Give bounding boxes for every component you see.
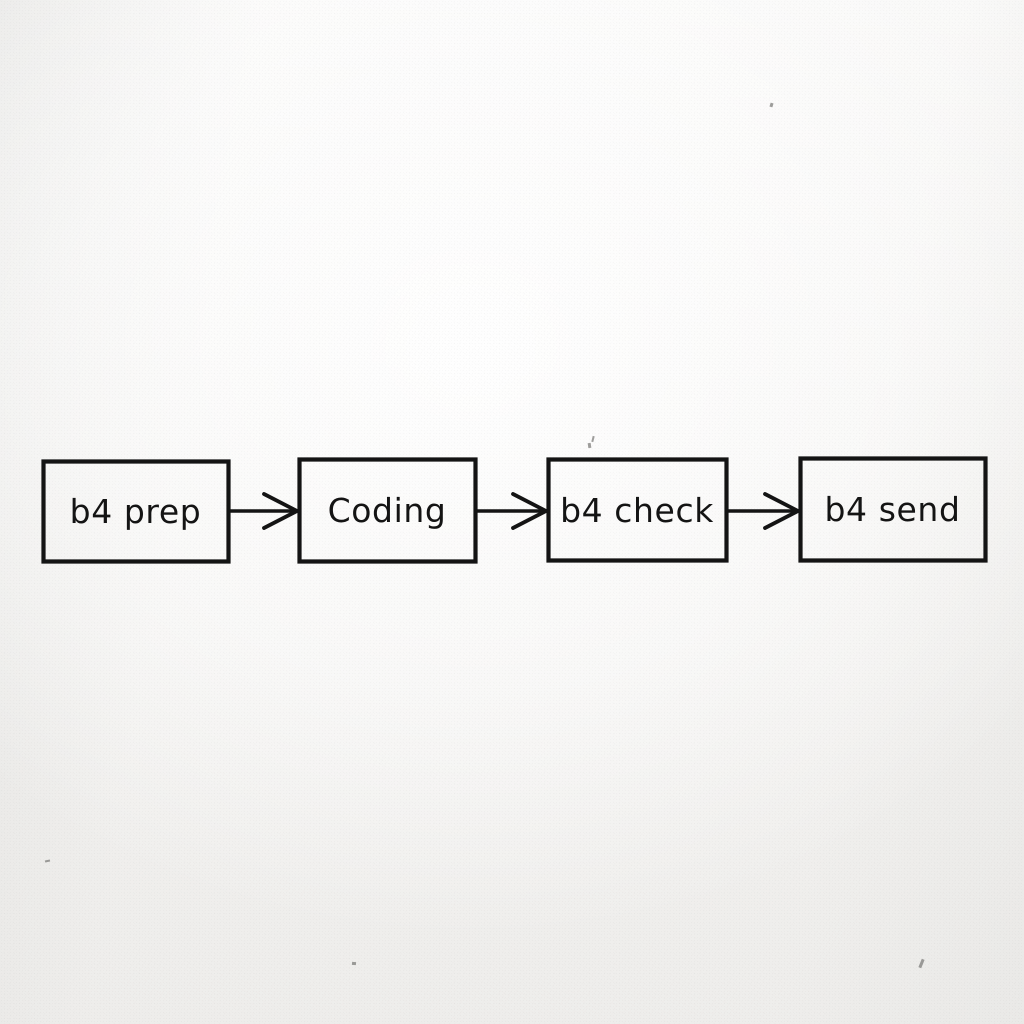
arrowhead-icon	[262, 492, 302, 530]
arrowhead-icon	[763, 492, 803, 530]
node-b4-prep-label: b4 prep	[69, 492, 202, 531]
node-coding[interactable]	[300, 460, 476, 562]
node-b4-prep-box[interactable]	[44, 462, 229, 562]
edge-coding-to-b4-check	[476, 492, 551, 530]
node-b4-send-label: b4 send	[824, 490, 961, 529]
node-b4-check-label: b4 check	[560, 491, 714, 530]
node-coding-box[interactable]	[300, 460, 476, 562]
edge-b4-check-to-b4-send	[727, 492, 803, 530]
node-b4-check[interactable]	[549, 460, 727, 561]
node-b4-check-box[interactable]	[549, 460, 727, 561]
node-b4-send-box[interactable]	[801, 459, 986, 561]
arrowhead-icon	[511, 492, 551, 530]
node-b4-prep[interactable]	[44, 462, 229, 562]
node-b4-send[interactable]	[801, 459, 986, 561]
edge-b4-prep-to-coding	[229, 492, 302, 530]
node-coding-label: Coding	[327, 491, 447, 530]
